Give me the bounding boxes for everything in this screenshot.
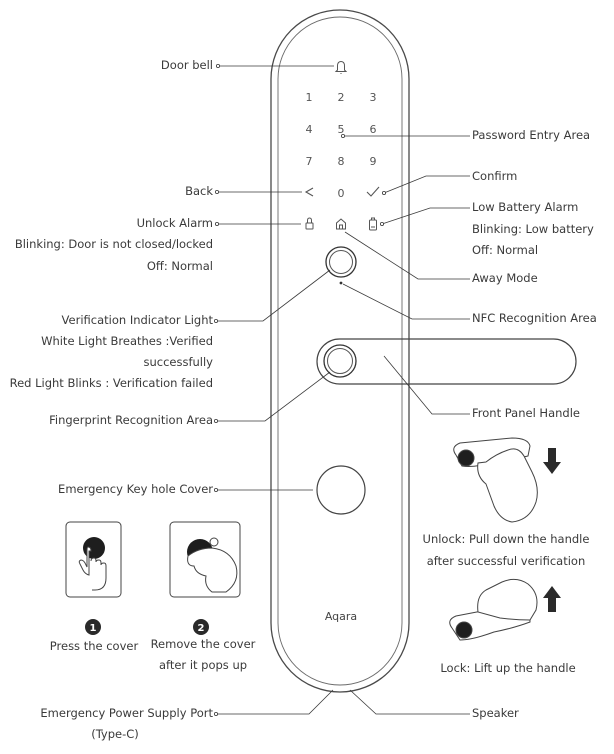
label-step-2-line2: after it pops up	[158, 658, 248, 672]
key-4[interactable]: 4	[306, 123, 313, 136]
lock-icon	[305, 217, 314, 230]
label-verification-white: White Light Breathes :Verified	[41, 334, 213, 348]
step-1-number: 1	[90, 623, 97, 634]
lock-hand-illustration	[449, 578, 561, 641]
step-1-badge	[85, 619, 101, 635]
step-2-badge	[193, 619, 209, 635]
label-low-battery-off: Off: Normal	[472, 243, 539, 257]
key-8[interactable]: 8	[338, 155, 345, 168]
label-back: Back	[185, 184, 213, 198]
label-unlock-alarm: Unlock Alarm	[136, 216, 213, 230]
key-2[interactable]: 2	[338, 91, 345, 104]
checkmark-icon[interactable]	[366, 186, 380, 197]
chevron-left-icon[interactable]	[304, 187, 314, 197]
bell-icon	[334, 60, 348, 74]
nfc-area-marker	[339, 281, 343, 285]
key-1[interactable]: 1	[306, 91, 313, 104]
label-nfc-recognition-area: NFC Recognition Area	[472, 311, 597, 325]
label-verification-successfully: successfully	[143, 355, 213, 369]
label-fingerprint-recognition-area: Fingerprint Recognition Area	[49, 413, 213, 427]
label-password-entry-area: Password Entry Area	[472, 128, 591, 142]
callout-lines	[213, 64, 470, 717]
label-verification-indicator: Verification Indicator Light	[61, 313, 213, 327]
key-6[interactable]: 6	[370, 123, 377, 136]
label-verification-red: Red Light Blinks : Verification failed	[9, 376, 213, 390]
keypad: 1 2 3 4 5 6 7 8 9 0	[306, 91, 377, 200]
step-1-illustration	[65, 521, 122, 598]
lock-panel	[270, 9, 410, 693]
label-door-bell: Door bell	[160, 58, 213, 72]
key-5[interactable]: 5	[338, 123, 345, 136]
fingerprint-sensor	[323, 344, 357, 378]
key-9[interactable]: 9	[370, 155, 377, 168]
label-unlock-alarm-off: Off: Normal	[146, 259, 213, 273]
label-speaker: Speaker	[472, 706, 519, 720]
key-0[interactable]: 0	[338, 187, 345, 200]
verification-indicator-light	[325, 246, 357, 278]
step-2-illustration	[169, 521, 241, 598]
label-front-panel-handle: Front Panel Handle	[472, 406, 580, 420]
label-emergency-power-supply-port: Emergency Power Supply Port	[40, 706, 213, 720]
label-low-battery-alarm: Low Battery Alarm	[472, 200, 579, 214]
step-2-number: 2	[198, 623, 205, 634]
label-type-c: (Type-C)	[91, 727, 139, 741]
front-panel-handle[interactable]	[316, 338, 577, 385]
label-low-battery-blinking: Blinking: Low battery	[472, 222, 594, 236]
key-3[interactable]: 3	[370, 91, 377, 104]
key-7[interactable]: 7	[306, 155, 313, 168]
label-unlock-instruction-line2: after successful verification	[426, 554, 586, 568]
battery-icon	[369, 217, 377, 231]
label-step-1: Press the cover	[49, 639, 139, 653]
label-step-2-line1: Remove the cover	[150, 637, 256, 651]
unlock-hand-illustration	[453, 437, 561, 523]
label-unlock-alarm-blinking: Blinking: Door is not closed/locked	[14, 237, 213, 251]
emergency-key-hole-cover[interactable]	[316, 465, 366, 515]
label-lock-instruction: Lock: Lift up the handle	[440, 661, 576, 675]
label-emergency-key-hole-cover: Emergency Key hole Cover	[58, 482, 213, 496]
home-icon	[336, 218, 346, 230]
label-confirm: Confirm	[472, 169, 518, 183]
label-away-mode: Away Mode	[472, 271, 538, 285]
label-unlock-instruction-line1: Unlock: Pull down the handle	[422, 532, 590, 546]
brand-logo-text: Aqara	[325, 610, 357, 623]
